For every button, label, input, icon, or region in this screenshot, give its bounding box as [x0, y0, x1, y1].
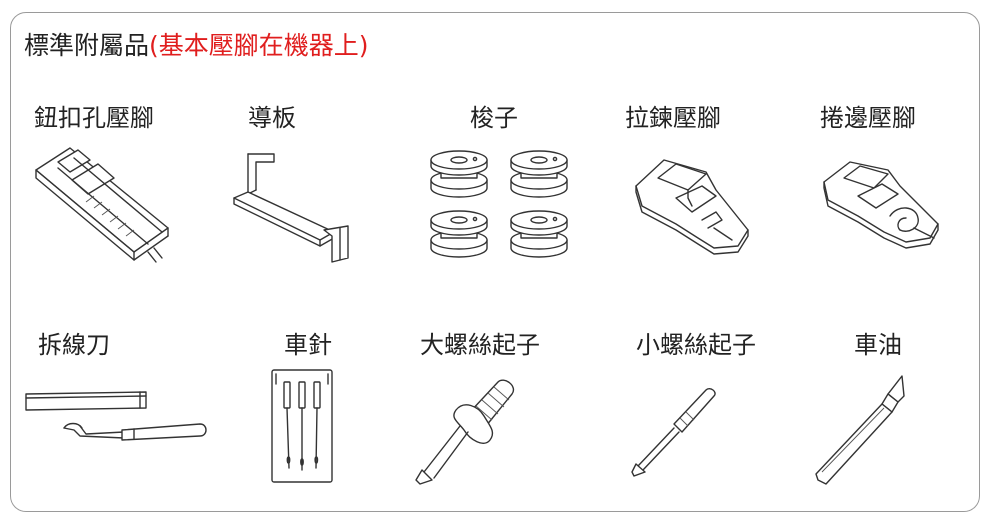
label-buttonhole-foot: 鈕扣孔壓腳 [34, 104, 154, 132]
label-guide-plate: 導板 [248, 104, 296, 132]
small-screwdriver-icon [631, 387, 716, 477]
buttonhole-foot-icon [35, 147, 169, 263]
seam-ripper-icon [25, 391, 207, 441]
label-needles: 車針 [284, 331, 332, 359]
label-zipper-foot: 拉鍊壓腳 [625, 104, 721, 132]
oil-pen-icon [815, 375, 905, 485]
label-hemmer-foot: 捲邊壓腳 [820, 104, 916, 132]
accessories-panel [10, 12, 980, 512]
title-main: 標準附屬品 [24, 31, 150, 60]
label-oil-pen: 車油 [854, 331, 902, 359]
guide-plate-icon [233, 153, 349, 263]
needles-icon [271, 369, 333, 483]
bobbins-icon [430, 150, 568, 258]
page-title: 標準附屬品(基本壓腳在機器上) [24, 26, 369, 62]
label-small-screwdriver: 小螺絲起子 [636, 331, 756, 359]
hemmer-foot-icon [823, 161, 939, 249]
zipper-foot-icon [635, 159, 749, 255]
large-screwdriver-icon [415, 379, 515, 485]
label-large-screwdriver: 大螺絲起子 [420, 331, 540, 359]
label-seam-ripper: 拆線刀 [38, 331, 110, 359]
label-bobbins: 梭子 [470, 104, 518, 132]
title-note: (基本壓腳在機器上) [149, 31, 369, 60]
